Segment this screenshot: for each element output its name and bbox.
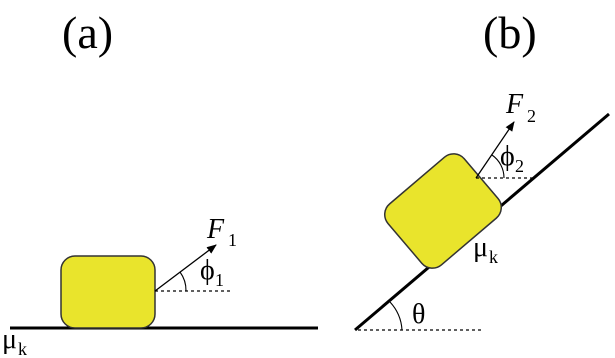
panel-b-block <box>383 153 503 269</box>
panel-b-friction-symbol: μ <box>473 232 488 263</box>
panel-a-force-symbol: F <box>206 214 225 245</box>
panel-a-angle-arc <box>179 271 187 292</box>
panel-b-incline-arc <box>389 301 403 331</box>
panel-b-incline-symbol: θ <box>412 299 425 330</box>
panel-b-force-arrow <box>475 121 515 179</box>
panel-a: (a) F 1 ϕ 1 μ k <box>2 7 318 358</box>
panel-a-force-arrow <box>154 244 217 292</box>
panel-b-label: (b) <box>483 7 537 58</box>
panel-a-force-subscript: 1 <box>228 230 237 250</box>
panel-a-block <box>60 255 156 329</box>
panel-a-friction-symbol: μ <box>2 324 17 355</box>
panel-b-angle-arc <box>491 154 505 179</box>
panel-a-angle-subscript: 1 <box>215 270 224 290</box>
panel-b-force-symbol: F <box>505 89 524 120</box>
panel-b-force-subscript: 2 <box>527 106 536 126</box>
panel-b-friction-subscript: k <box>489 247 498 267</box>
panel-a-angle-symbol: ϕ <box>200 255 215 286</box>
panel-b-angle-subscript: 2 <box>515 156 524 176</box>
panel-b: (b) θ F 2 ϕ 2 μ k <box>354 7 610 332</box>
panel-a-label: (a) <box>62 7 113 58</box>
panel-b-angle-symbol: ϕ <box>500 141 515 172</box>
panel-a-friction-subscript: k <box>18 339 27 358</box>
